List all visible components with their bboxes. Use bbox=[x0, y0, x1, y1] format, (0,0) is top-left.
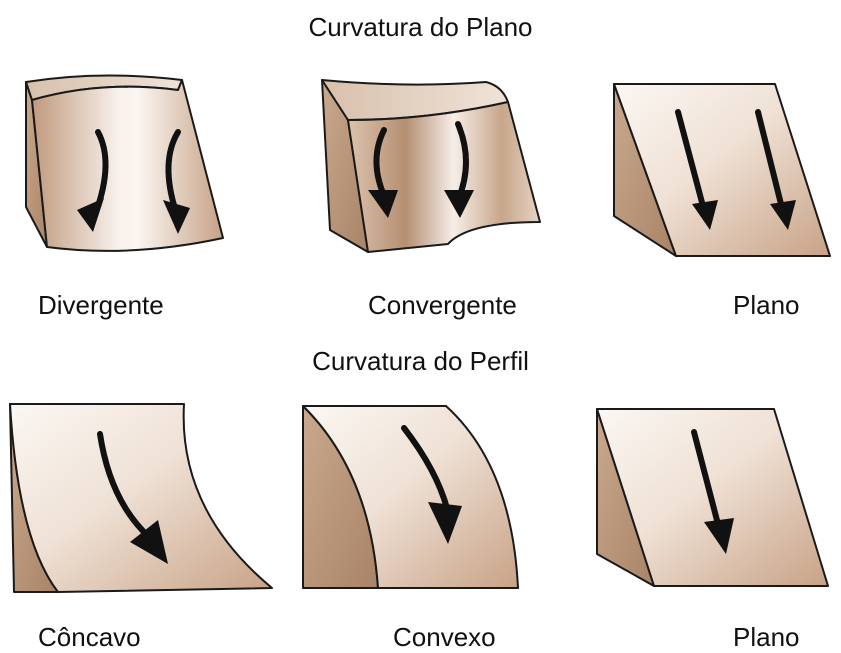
planar-profile-arrow-shaft bbox=[691, 429, 722, 531]
planar-plan-arrow-left-shaft bbox=[675, 109, 707, 213]
convergent-arrow-left-head bbox=[368, 190, 398, 218]
planar-plan-label: Plano bbox=[733, 290, 800, 320]
concave-front-face bbox=[9, 403, 273, 593]
concave-slope-figure bbox=[9, 403, 273, 593]
divergent-front-face bbox=[31, 79, 224, 252]
convex-label: Convexo bbox=[393, 622, 496, 652]
convergent-arrow-right-head bbox=[444, 190, 474, 218]
profile-curvature-title: Curvatura do Perfil bbox=[312, 346, 529, 376]
convergent-label: Convergente bbox=[368, 290, 517, 320]
planar-plan-front-face bbox=[613, 83, 831, 257]
planar-plan-arrow-left-head bbox=[692, 200, 718, 230]
convex-front-face bbox=[302, 405, 519, 589]
planar-profile-slope-figure bbox=[596, 408, 829, 587]
divergent-arrow-right-head bbox=[163, 200, 190, 234]
planar-plan-arrow-right-shaft bbox=[755, 109, 785, 211]
planar-profile-arrow-head bbox=[704, 518, 734, 554]
planar-profile-label: Plano bbox=[733, 622, 800, 652]
planar-plan-slope-figure bbox=[613, 83, 831, 257]
concave-arrow-shaft bbox=[97, 431, 151, 539]
convergent-slope-figure bbox=[321, 79, 541, 253]
divergent-slope-figure bbox=[25, 74, 224, 252]
convex-arrow-head bbox=[428, 502, 462, 544]
divergent-label: Divergente bbox=[38, 290, 164, 320]
concave-arrow-head bbox=[130, 520, 168, 564]
divergent-arrow-right-shaft bbox=[165, 129, 181, 215]
convex-slope-figure bbox=[302, 405, 519, 589]
planar-plan-arrow-right-head bbox=[770, 200, 796, 230]
concave-label: Côncavo bbox=[38, 622, 141, 652]
divergent-arrow-left-head bbox=[77, 198, 104, 232]
plan-curvature-title: Curvatura do Plano bbox=[308, 12, 533, 42]
convex-arrow-shaft bbox=[401, 425, 451, 515]
convergent-front-face bbox=[347, 101, 541, 253]
